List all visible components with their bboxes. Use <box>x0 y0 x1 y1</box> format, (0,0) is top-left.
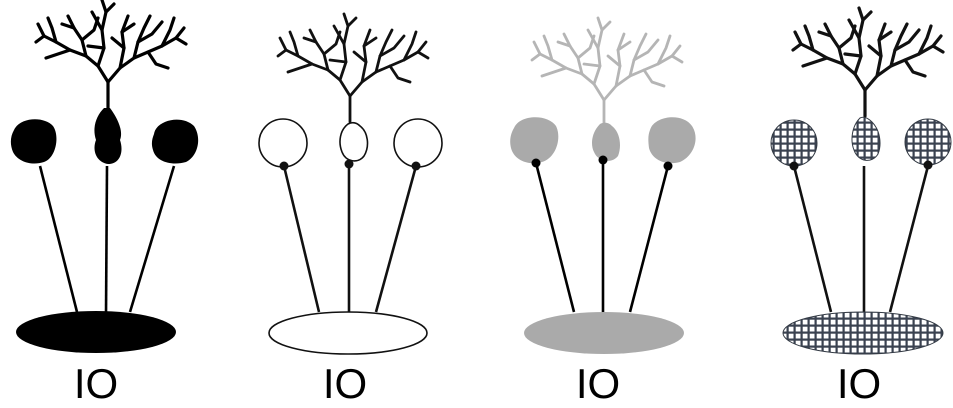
purkinje-cell-center <box>852 117 880 160</box>
purkinje-cell-right <box>648 117 695 163</box>
purkinje-cell-left <box>259 119 307 167</box>
panel-white: IO <box>259 14 442 407</box>
inferior-olive <box>16 311 176 353</box>
purkinje-cell-right <box>152 120 198 164</box>
purkinje-cell-left <box>11 119 57 163</box>
purkinje-cell-right <box>905 119 951 165</box>
panel-black: IO <box>11 0 198 407</box>
panel-checkered: IO <box>771 8 951 407</box>
inferior-olive <box>269 312 427 354</box>
panel-gray: IO <box>510 18 695 407</box>
fiber-terminals <box>790 161 933 171</box>
purkinje-cell-left <box>771 120 817 166</box>
io-label: IO <box>576 360 620 407</box>
dendritic-tree <box>278 14 428 122</box>
purkinje-cell-right <box>394 119 442 167</box>
inferior-olive <box>783 312 943 354</box>
purkinje-cell-left <box>510 117 558 163</box>
io-label: IO <box>323 360 367 407</box>
purkinje-cell-center <box>592 123 620 161</box>
dendritic-tree <box>532 18 682 126</box>
climbing-fibers <box>536 162 668 314</box>
dendritic-tree <box>36 0 186 108</box>
purkinje-cell-center <box>94 108 121 164</box>
climbing-fibers <box>40 166 174 314</box>
dendritic-tree <box>793 8 943 116</box>
inferior-olive <box>524 312 684 354</box>
purkinje-cell-center <box>340 123 367 161</box>
climbing-fibers <box>284 166 416 314</box>
io-label: IO <box>74 360 118 407</box>
climbing-fibers <box>794 166 928 314</box>
io-label: IO <box>837 360 881 407</box>
